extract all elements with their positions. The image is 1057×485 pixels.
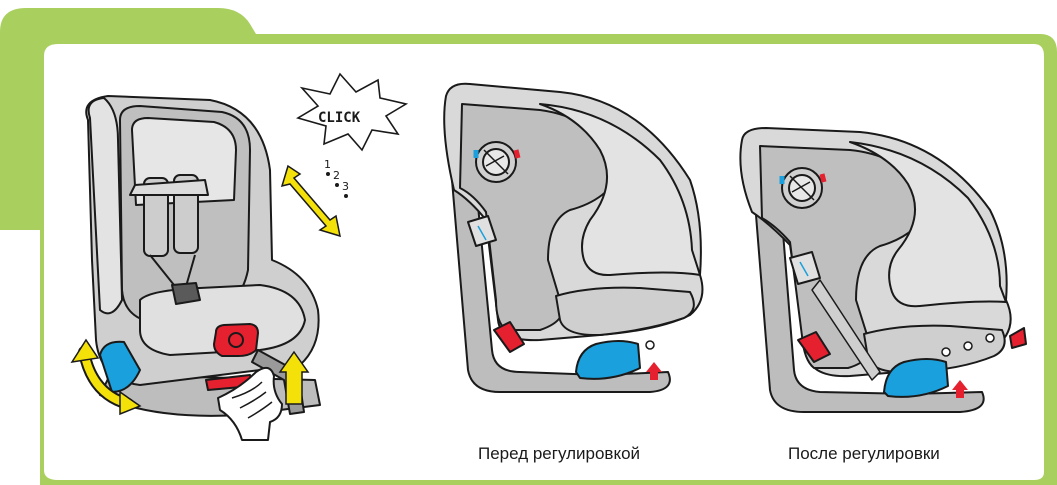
caption-after: После регулировки <box>788 444 940 464</box>
dial-red-mark-after <box>822 174 824 182</box>
dial-red-mark-before <box>516 150 518 158</box>
count-1: 1 <box>324 158 331 171</box>
caption-before: Перед регулировкой <box>478 444 640 464</box>
click-label: CLICK <box>318 110 361 126</box>
count-3: 3 <box>342 180 349 193</box>
count-2: 2 <box>333 169 340 182</box>
